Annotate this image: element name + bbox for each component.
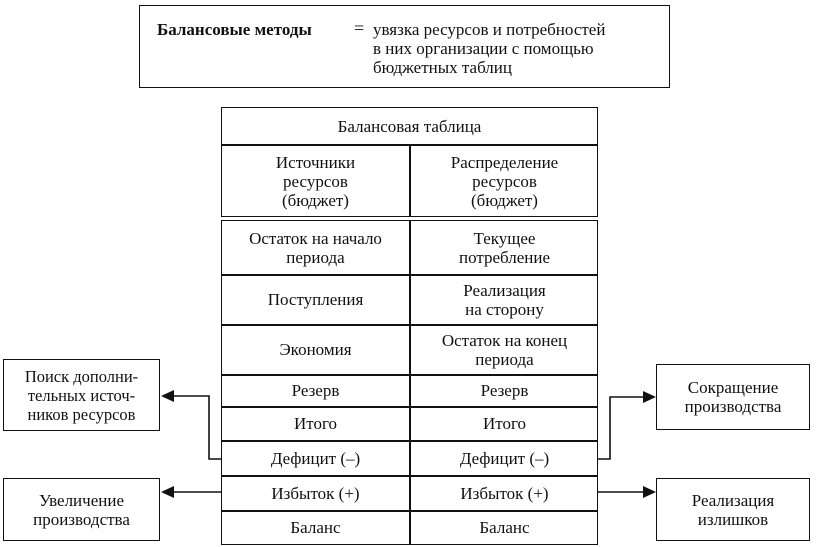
sell-surplus-box: Реализация излишков	[656, 478, 810, 541]
row-opening-balance-right: Текущее потребление	[458, 228, 551, 267]
arrowhead-right-icon	[643, 391, 656, 403]
row-total-left: Итого	[293, 414, 338, 433]
arrowhead-right-icon	[643, 486, 656, 498]
deficit-left-connector	[172, 395, 221, 460]
row-reserve-left: Резерв	[291, 381, 340, 400]
row-divider	[222, 324, 597, 326]
definition-term: Балансовые методы	[157, 20, 312, 39]
arrowhead-left-icon	[161, 486, 174, 498]
balance-table-title: Балансовая таблица	[337, 116, 482, 136]
row-divider	[222, 475, 597, 477]
balance-table-body: Остаток на начало периода Текущее потреб…	[221, 220, 598, 545]
row-surplus-left: Избыток (+)	[271, 483, 360, 503]
row-deficit-left: Дефицит (–)	[270, 448, 361, 468]
reduce-production-box: Сокращение производства	[656, 364, 810, 430]
row-divider	[222, 374, 597, 376]
deficit-right-connector	[598, 396, 645, 460]
row-divider	[222, 274, 597, 276]
row-total-right: Итого	[482, 414, 527, 433]
body-center-divider	[409, 221, 411, 544]
row-surplus-right: Избыток (+)	[460, 483, 549, 503]
row-savings-left: Экономия	[279, 340, 352, 359]
row-savings-right: Остаток на конец периода	[441, 330, 568, 369]
row-receipts-left: Поступления	[267, 290, 364, 309]
arrowhead-left-icon	[161, 390, 174, 402]
row-divider	[222, 440, 597, 442]
definition-text: увязка ресурсов и потребностей в них орг…	[373, 20, 606, 77]
col-distribution-header: Распределение ресурсов (бюджет)	[450, 152, 559, 210]
col-sources-header: Источники ресурсов (бюджет)	[275, 152, 356, 210]
row-reserve-right: Резерв	[480, 381, 529, 400]
header-center-divider	[409, 144, 411, 217]
row-divider	[222, 406, 597, 408]
row-balance-left: Баланс	[290, 518, 341, 537]
search-resources-box: Поиск дополни- тельных источ- ников ресу…	[3, 359, 160, 431]
balance-table-header: Балансовая таблица Источники ресурсов (б…	[221, 107, 598, 217]
row-deficit-right: Дефицит (–)	[459, 448, 550, 468]
definition-equals: =	[354, 18, 365, 38]
row-balance-right: Баланс	[479, 518, 530, 537]
row-opening-balance-left: Остаток на начало периода	[249, 228, 382, 267]
row-divider	[222, 510, 597, 512]
definition-box: Балансовые методы = увязка ресурсов и по…	[139, 5, 670, 88]
increase-production-box: Увеличение производства	[3, 478, 160, 541]
row-receipts-right: Реализация на сторону	[463, 280, 546, 319]
